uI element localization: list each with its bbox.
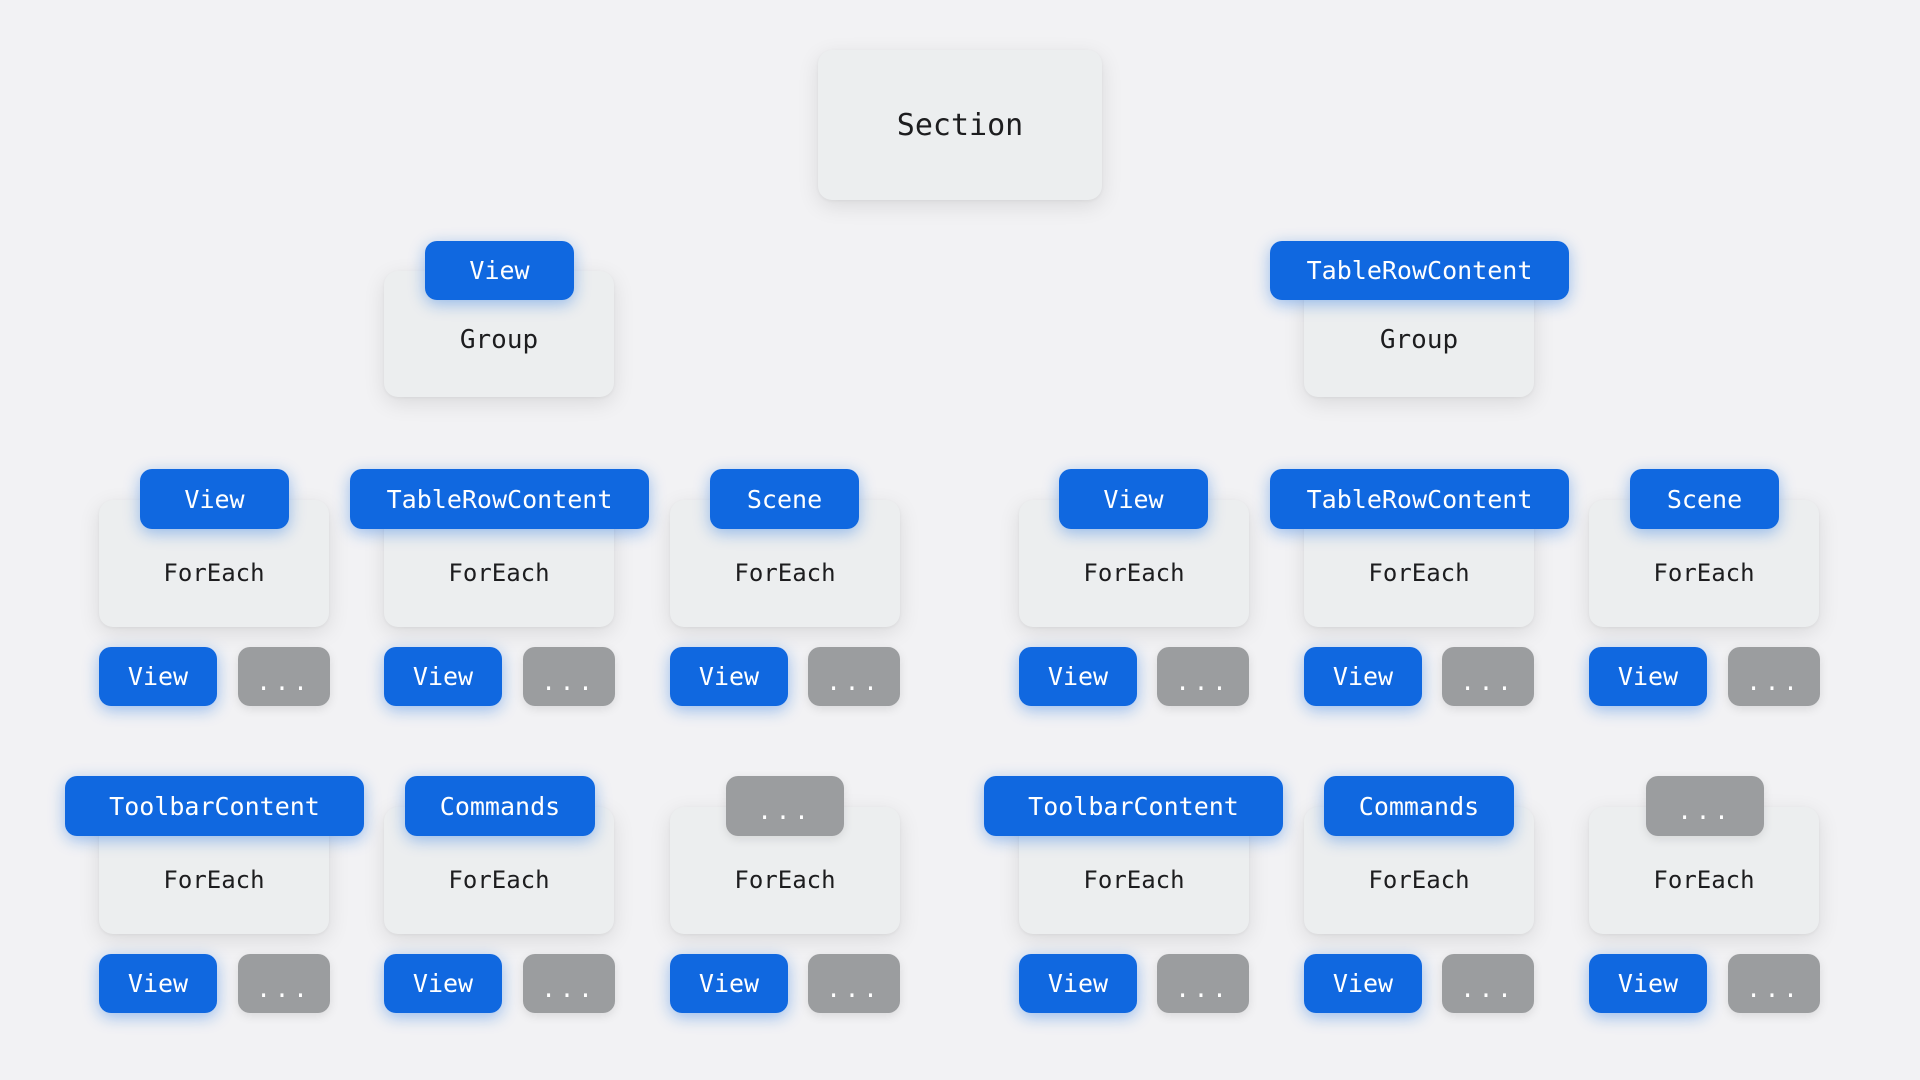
view-item-label: View xyxy=(698,662,760,691)
type-badge-label: TableRowContent xyxy=(1306,484,1533,514)
view-item-label: View xyxy=(127,969,189,998)
view-item: View xyxy=(99,647,217,706)
type-badge: Commands xyxy=(1324,776,1514,836)
more-item-label: ... xyxy=(1460,974,1516,1003)
more-item: ... xyxy=(1157,954,1249,1013)
group-type-badge: TableRowContent xyxy=(1270,241,1569,300)
view-item-label: View xyxy=(1047,662,1109,691)
more-item-label: ... xyxy=(1175,667,1231,696)
type-badge-label: Scene xyxy=(746,484,823,514)
more-item-label: ... xyxy=(1746,667,1802,696)
view-item: View xyxy=(1304,647,1422,706)
foreach-node-label: ForEach xyxy=(448,559,550,587)
view-item-label: View xyxy=(1047,969,1109,998)
more-item: ... xyxy=(808,647,900,706)
more-item-label: ... xyxy=(1175,974,1231,1003)
group-node-label: Group xyxy=(459,325,539,355)
view-item-label: View xyxy=(698,969,760,998)
group-type-badge-label: View xyxy=(469,256,530,285)
view-item-label: View xyxy=(127,662,189,691)
view-item-label: View xyxy=(1332,662,1394,691)
more-item-label: ... xyxy=(541,667,597,696)
type-badge-label: Commands xyxy=(1358,791,1480,821)
view-item-label: View xyxy=(412,969,474,998)
more-item: ... xyxy=(523,954,615,1013)
group-type-badge-label: TableRowContent xyxy=(1306,256,1533,285)
type-badge: TableRowContent xyxy=(350,469,649,529)
view-item: View xyxy=(1019,954,1137,1013)
more-item: ... xyxy=(1442,647,1534,706)
view-item-label: View xyxy=(412,662,474,691)
type-badge: View xyxy=(140,469,289,529)
group-type-badge: View xyxy=(425,241,574,300)
view-item: View xyxy=(1589,647,1707,706)
foreach-node-label: ForEach xyxy=(734,559,836,587)
more-item: ... xyxy=(1442,954,1534,1013)
foreach-node-label: ForEach xyxy=(1083,559,1185,587)
type-badge: View xyxy=(1059,469,1208,529)
group-node-label: Group xyxy=(1379,325,1459,355)
view-item: View xyxy=(670,954,788,1013)
type-badge-label: View xyxy=(184,484,245,514)
type-badge-label: ... xyxy=(1677,797,1733,825)
foreach-node-label: ForEach xyxy=(1368,866,1470,894)
view-item-label: View xyxy=(1617,969,1679,998)
type-badge: ToolbarContent xyxy=(984,776,1283,836)
type-badge: ... xyxy=(726,776,844,836)
type-badge-label: ToolbarContent xyxy=(1028,791,1239,821)
more-item-label: ... xyxy=(826,974,882,1003)
type-badge: Scene xyxy=(710,469,859,529)
foreach-node-label: ForEach xyxy=(1368,559,1470,587)
view-item: View xyxy=(384,647,502,706)
type-badge-label: Commands xyxy=(439,791,561,821)
view-item: View xyxy=(1304,954,1422,1013)
view-item: View xyxy=(670,647,788,706)
section-node: Section xyxy=(818,50,1102,200)
view-item: View xyxy=(1589,954,1707,1013)
type-badge: ... xyxy=(1646,776,1764,836)
foreach-node-label: ForEach xyxy=(734,866,836,894)
more-item-label: ... xyxy=(256,667,312,696)
type-badge-label: View xyxy=(1103,484,1164,514)
foreach-node-label: ForEach xyxy=(163,559,265,587)
foreach-node-label: ForEach xyxy=(163,866,265,894)
type-badge-label: Scene xyxy=(1666,484,1743,514)
type-badge: Scene xyxy=(1630,469,1779,529)
foreach-node: ForEach xyxy=(99,500,329,627)
more-item-label: ... xyxy=(541,974,597,1003)
more-item: ... xyxy=(1728,954,1820,1013)
more-item: ... xyxy=(1728,647,1820,706)
type-badge: ToolbarContent xyxy=(65,776,364,836)
view-item-label: View xyxy=(1332,969,1394,998)
type-badge-label: ToolbarContent xyxy=(109,791,320,821)
more-item: ... xyxy=(808,954,900,1013)
foreach-node-label: ForEach xyxy=(448,866,550,894)
type-badge: Commands xyxy=(405,776,595,836)
more-item: ... xyxy=(523,647,615,706)
foreach-node-label: ForEach xyxy=(1653,559,1755,587)
view-item: View xyxy=(99,954,217,1013)
foreach-node: ForEach xyxy=(670,500,900,627)
more-item-label: ... xyxy=(826,667,882,696)
more-item: ... xyxy=(1157,647,1249,706)
type-badge-label: ... xyxy=(757,797,813,825)
more-item: ... xyxy=(238,647,330,706)
more-item-label: ... xyxy=(256,974,312,1003)
type-badge-label: TableRowContent xyxy=(386,484,613,514)
more-item-label: ... xyxy=(1746,974,1802,1003)
foreach-node-label: ForEach xyxy=(1653,866,1755,894)
view-item: View xyxy=(1019,647,1137,706)
foreach-node-label: ForEach xyxy=(1083,866,1185,894)
view-item-label: View xyxy=(1617,662,1679,691)
view-item: View xyxy=(384,954,502,1013)
type-badge: TableRowContent xyxy=(1270,469,1569,529)
more-item-label: ... xyxy=(1460,667,1516,696)
more-item: ... xyxy=(238,954,330,1013)
section-label: Section xyxy=(896,107,1024,143)
